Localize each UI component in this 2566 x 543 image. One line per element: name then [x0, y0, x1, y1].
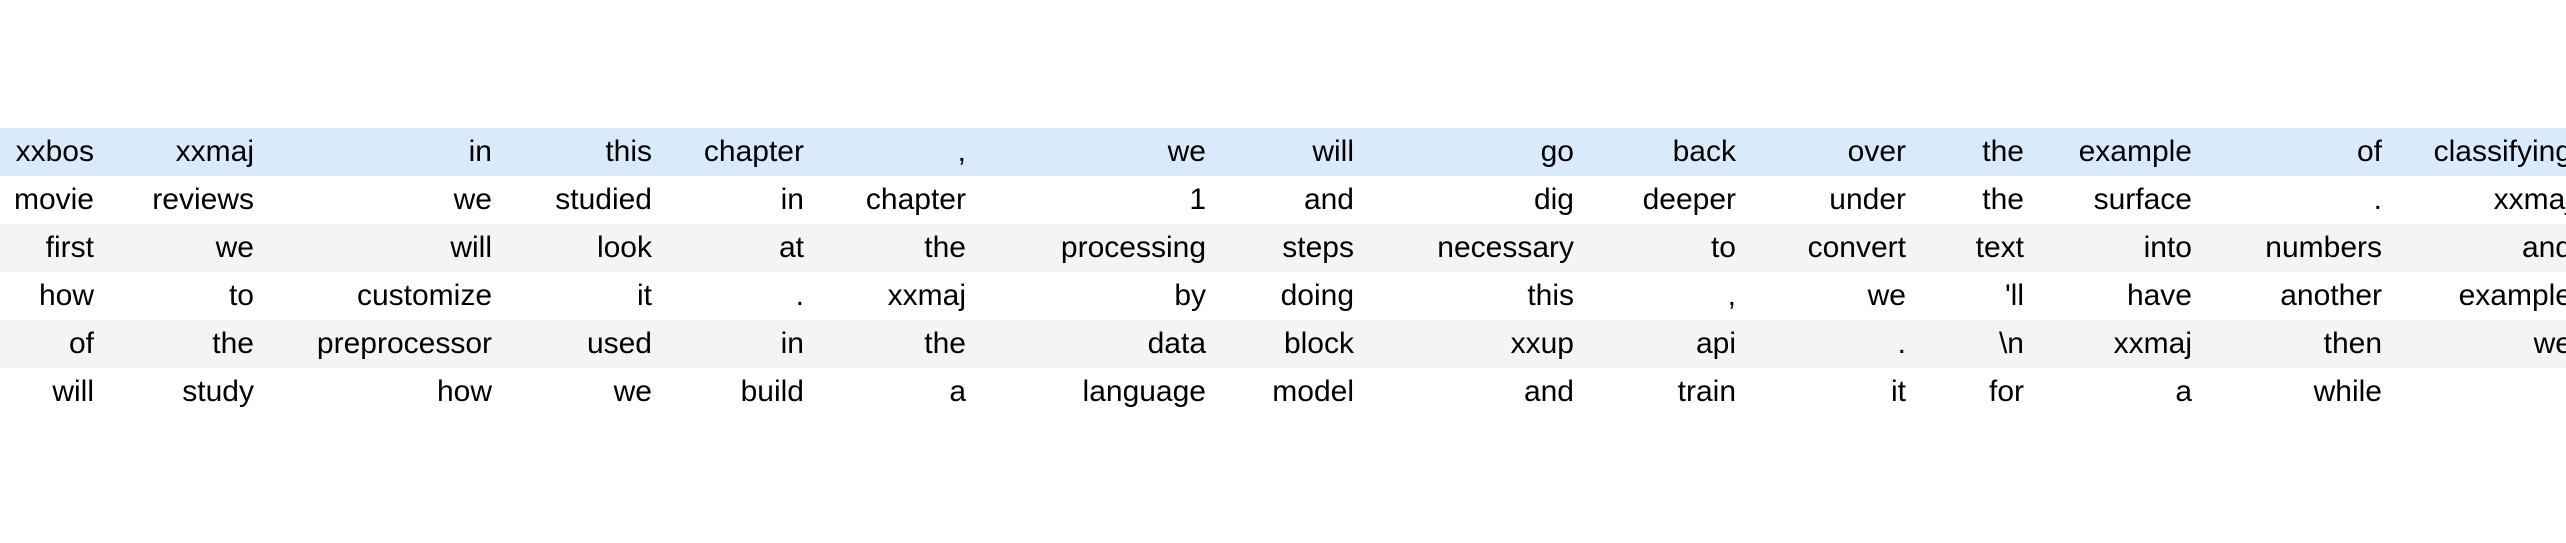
token-cell: have	[2038, 271, 2206, 320]
token-cell: in	[666, 175, 818, 224]
token-cell: a	[818, 367, 980, 416]
token-cell: we	[268, 175, 506, 224]
token-cell: used	[506, 319, 666, 368]
token-cell: language	[980, 367, 1220, 416]
token-cell: how	[0, 271, 108, 320]
token-cell: xxmaj	[2038, 319, 2206, 368]
token-cell: over	[1750, 127, 1920, 176]
token-cell: by	[980, 271, 1220, 320]
token-cell: we	[2396, 319, 2566, 368]
token-cell: the	[818, 319, 980, 368]
token-cell: .	[2396, 367, 2566, 416]
token-cell: this	[506, 127, 666, 176]
token-cell: will	[268, 223, 506, 272]
token-cell: and	[1368, 367, 1588, 416]
token-cell: into	[2038, 223, 2206, 272]
token-cell: in	[666, 319, 818, 368]
token-cell: preprocessor	[268, 319, 506, 368]
token-cell: this	[1368, 271, 1588, 320]
token-cell: we	[108, 223, 268, 272]
token-cell: to	[1588, 223, 1750, 272]
token-cell: reviews	[108, 175, 268, 224]
token-cell: xxmaj	[2396, 175, 2566, 224]
token-cell: we	[506, 367, 666, 416]
token-cell: will	[1220, 127, 1368, 176]
token-cell: of	[2206, 127, 2396, 176]
token-cell: build	[666, 367, 818, 416]
token-cell: steps	[1220, 223, 1368, 272]
token-cell: ,	[1588, 271, 1750, 320]
token-cell: convert	[1750, 223, 1920, 272]
token-cell: go	[1368, 127, 1588, 176]
token-cell: example	[2038, 127, 2206, 176]
token-cell: numbers	[2206, 223, 2396, 272]
token-cell: block	[1220, 319, 1368, 368]
token-cell: .	[1750, 319, 1920, 368]
token-cell: customize	[268, 271, 506, 320]
token-cell: another	[2206, 271, 2396, 320]
token-cell: surface	[2038, 175, 2206, 224]
token-cell: look	[506, 223, 666, 272]
token-cell: doing	[1220, 271, 1368, 320]
token-cell: classifying	[2396, 127, 2566, 176]
token-cell: train	[1588, 367, 1750, 416]
token-cell: it	[506, 271, 666, 320]
token-cell: the	[818, 223, 980, 272]
token-cell: the	[1920, 127, 2038, 176]
token-cell: 1	[980, 175, 1220, 224]
token-cell: first	[0, 223, 108, 272]
token-cell: chapter	[818, 175, 980, 224]
token-cell: then	[2206, 319, 2396, 368]
token-cell: and	[1220, 175, 1368, 224]
token-cell: a	[2038, 367, 2206, 416]
token-cell: while	[2206, 367, 2396, 416]
token-cell: xxmaj	[108, 127, 268, 176]
token-cell: \n	[1920, 319, 2038, 368]
token-cell: to	[108, 271, 268, 320]
token-cell: dig	[1368, 175, 1588, 224]
token-cell: api	[1588, 319, 1750, 368]
token-cell: data	[980, 319, 1220, 368]
token-cell: how	[268, 367, 506, 416]
token-cell: under	[1750, 175, 1920, 224]
token-cell: in	[268, 127, 506, 176]
token-cell: at	[666, 223, 818, 272]
token-cell: the	[1920, 175, 2038, 224]
token-cell: study	[108, 367, 268, 416]
token-cell: back	[1588, 127, 1750, 176]
token-cell: and	[2396, 223, 2566, 272]
token-cell: we	[980, 127, 1220, 176]
token-cell: ,	[818, 127, 980, 176]
token-cell: xxbos	[0, 127, 108, 176]
token-cell: for	[1920, 367, 2038, 416]
token-cell: .	[666, 271, 818, 320]
token-cell: xxup	[1368, 319, 1588, 368]
token-cell: processing	[980, 223, 1220, 272]
token-cell: model	[1220, 367, 1368, 416]
token-cell: it	[1750, 367, 1920, 416]
token-cell: the	[108, 319, 268, 368]
token-cell: deeper	[1588, 175, 1750, 224]
token-cell: of	[0, 319, 108, 368]
token-cell: chapter	[666, 127, 818, 176]
token-cell: movie	[0, 175, 108, 224]
token-cell: .	[2206, 175, 2396, 224]
token-cell: example	[2396, 271, 2566, 320]
token-cell: text	[1920, 223, 2038, 272]
token-cell: will	[0, 367, 108, 416]
token-cell: necessary	[1368, 223, 1588, 272]
token-cell: xxmaj	[818, 271, 980, 320]
token-cell: we	[1750, 271, 1920, 320]
token-cell: 'll	[1920, 271, 2038, 320]
token-cell: studied	[506, 175, 666, 224]
